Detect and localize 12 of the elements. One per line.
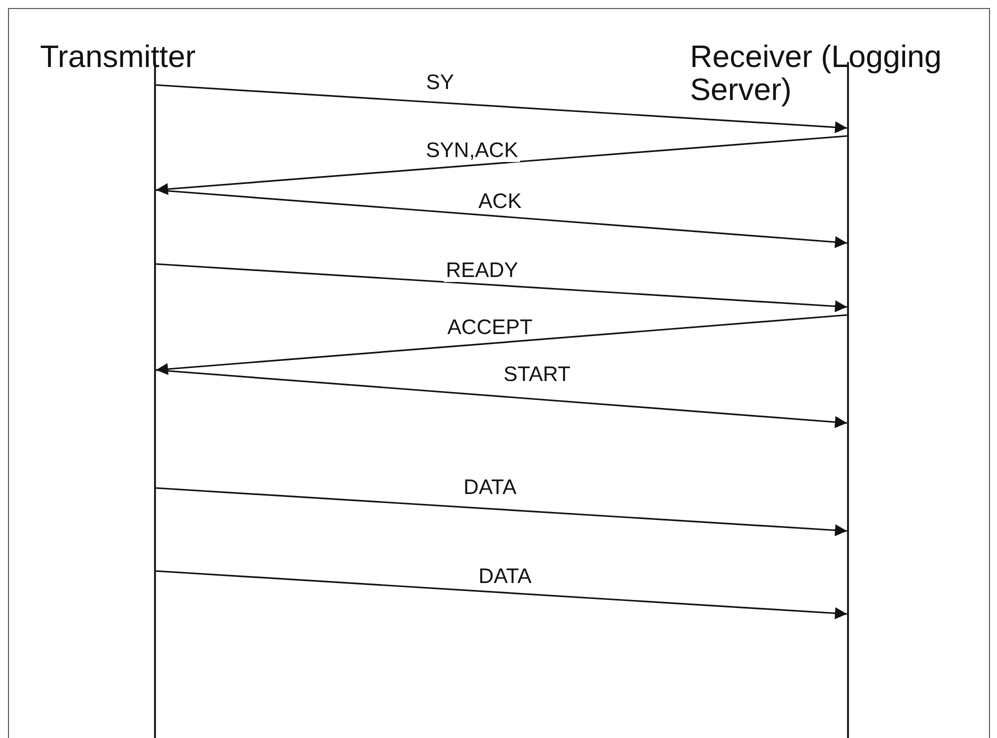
participant-name: Receiver (Logging Server) [690, 40, 943, 106]
message-arrow [156, 314, 848, 376]
message-label: READY [444, 260, 520, 282]
message-arrow [156, 263, 848, 312]
message-arrow [156, 189, 848, 248]
participant-name: Transmitter [40, 40, 197, 73]
message-label: SYN,ACK [424, 140, 520, 162]
message-arrow [156, 369, 848, 428]
message-arrow [156, 487, 848, 536]
message-arrow [156, 570, 848, 620]
message-arrow [156, 84, 848, 134]
message-arrow [156, 135, 848, 196]
